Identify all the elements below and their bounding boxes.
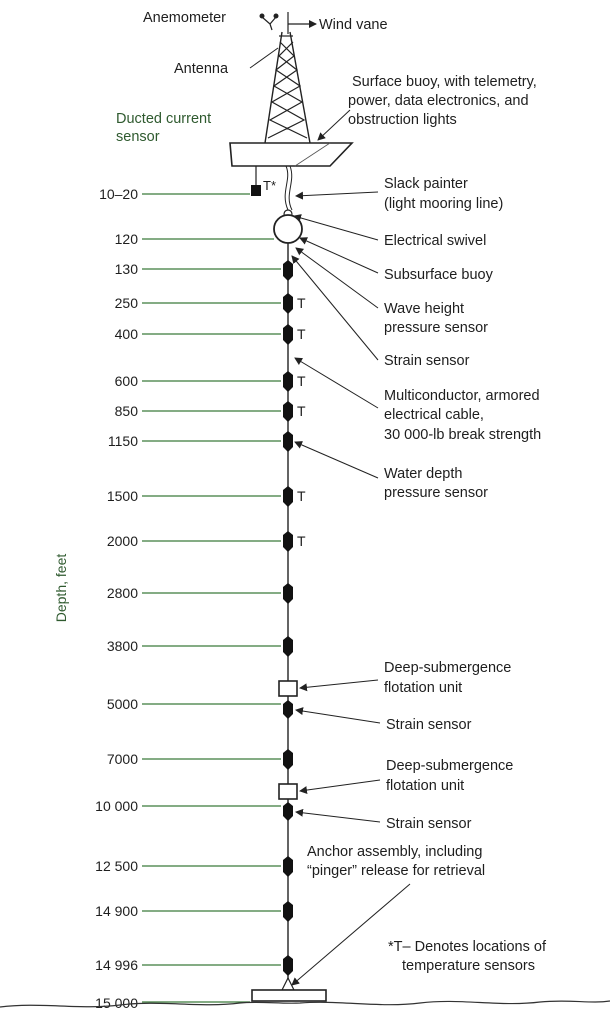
depth-label: 250 (115, 295, 139, 311)
wave-height-label-2: pressure sensor (384, 320, 488, 336)
temperature-mark: T (297, 403, 306, 419)
temperature-mark: T (297, 295, 306, 311)
sensor-pod-icon (283, 856, 293, 877)
subsurface-buoy-icon (273, 214, 303, 244)
sensor-pod-icon (283, 636, 293, 657)
sensor-pod-icon (283, 583, 293, 604)
sensor-pod-icon (283, 401, 293, 422)
sea-floor (0, 1000, 610, 1008)
flotation-label-2b: flotation unit (386, 778, 464, 794)
depth-label: 2000 (107, 533, 138, 549)
flotation-label-2a: Deep-submergence (386, 758, 513, 774)
anchor-assembly-icon (251, 976, 327, 1002)
anchor-label-2: “pinger” release for retrieval (307, 863, 485, 879)
sensor-pod-icon (283, 700, 293, 719)
wave-height-label-1: Wave height (384, 301, 464, 317)
ducted-sensor-label-2: sensor (116, 129, 160, 145)
water-depth-label-1: Water depth (384, 466, 462, 482)
depth-axis-label: Depth, feet (53, 554, 69, 623)
slack-painter-line (284, 165, 293, 211)
sensor-pod-icon (283, 431, 293, 452)
depth-label: 3800 (107, 638, 138, 654)
depth-lines (142, 193, 281, 1003)
sensor-pod-icon (283, 955, 293, 976)
sensor-pod-icon (283, 486, 293, 507)
surface-buoy (229, 142, 354, 167)
slack-painter-label-2: (light mooring line) (384, 196, 503, 212)
ducted-sensor-label-1: Ducted current (116, 111, 211, 127)
sensor-pod-icon (283, 371, 293, 392)
depth-label: 130 (115, 261, 139, 277)
wind-vane-icon (287, 12, 317, 34)
anemometer-icon (259, 13, 279, 31)
flotation-label-1a: Deep-submergence (384, 660, 511, 676)
strain-sensor-label-3: Strain sensor (386, 816, 472, 832)
flotation-label-1b: flotation unit (384, 680, 462, 696)
footnote-line-2: temperature sensors (402, 958, 535, 974)
water-depth-label-2: pressure sensor (384, 485, 488, 501)
temperature-mark: T (297, 373, 306, 389)
depth-label: 600 (115, 373, 139, 389)
sensor-pod-icon (283, 901, 293, 922)
slack-painter-label-1: Slack painter (384, 176, 468, 192)
surface-buoy-label-3: obstruction lights (348, 112, 457, 128)
sensor-pod-icon (283, 531, 293, 552)
sensor-pod-icon (283, 260, 293, 281)
depth-label: 15 000 (95, 995, 138, 1011)
ducted-current-sensor-icon (251, 166, 261, 196)
cable-label-3: 30 000-lb break strength (384, 427, 541, 443)
electrical-swivel-label: Electrical swivel (384, 233, 486, 249)
strain-sensor-label-2: Strain sensor (386, 717, 472, 733)
temperature-mark: T (297, 326, 306, 342)
antenna-tower-icon (264, 31, 311, 144)
ducted-sensor-temp-mark: T* (263, 178, 276, 193)
depth-label: 400 (115, 326, 139, 342)
flotation-unit-icon (278, 783, 298, 800)
depth-label: 14 996 (95, 957, 138, 973)
depth-label: 10 000 (95, 798, 138, 814)
anemometer-label: Anemometer (143, 10, 226, 26)
subsurface-buoy-label: Subsurface buoy (384, 267, 494, 283)
surface-buoy-label-1: Surface buoy, with telemetry, (352, 74, 537, 90)
cable-label-1: Multiconductor, armored (384, 388, 540, 404)
cable-label-2: electrical cable, (384, 407, 484, 423)
depth-label: 850 (115, 403, 139, 419)
surface-buoy-label-2: power, data electronics, and (348, 93, 529, 109)
sensor-pods (283, 260, 293, 976)
wind-vane-label: Wind vane (319, 17, 388, 33)
temperature-mark: T (297, 488, 306, 504)
antenna-label: Antenna (174, 61, 229, 77)
flotation-unit-icon (278, 680, 298, 697)
depth-label: 2800 (107, 585, 138, 601)
depth-labels: 10–20 120 130 250 400 600 850 1150 1500 … (95, 186, 138, 1011)
sensor-pod-icon (283, 749, 293, 770)
depth-label: 1500 (107, 488, 138, 504)
depth-label: 10–20 (99, 186, 138, 202)
temperature-mark: T (297, 533, 306, 549)
depth-label: 7000 (107, 751, 138, 767)
depth-label: 14 900 (95, 903, 138, 919)
depth-label: 5000 (107, 696, 138, 712)
sensor-pod-icon (283, 802, 293, 821)
strain-sensor-label-1: Strain sensor (384, 353, 470, 369)
anchor-label-1: Anchor assembly, including (307, 844, 482, 860)
sensor-pod-icon (283, 324, 293, 345)
temperature-marks: T T T T T T (297, 295, 306, 549)
depth-label: 12 500 (95, 858, 138, 874)
footnote-line-1: *T– Denotes locations of (388, 939, 547, 955)
depth-label: 120 (115, 231, 139, 247)
sensor-pod-icon (283, 293, 293, 314)
depth-label: 1150 (108, 433, 138, 449)
